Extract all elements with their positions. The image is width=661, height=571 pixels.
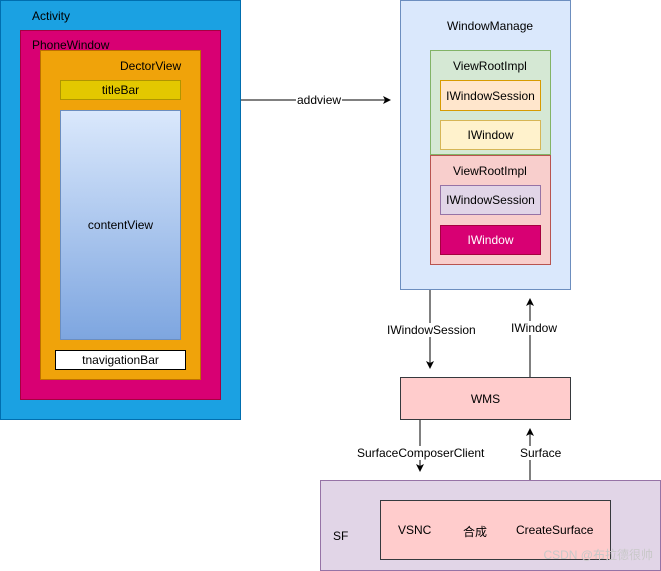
navigation-bar-label: tnavigationBar [82, 353, 159, 367]
title-bar: titleBar [60, 80, 181, 100]
sf-item-vsnc: VSNC [398, 523, 432, 537]
iwindowsession-2: IWindowSession [440, 185, 541, 215]
addview-edge-label: addview [296, 93, 343, 107]
surface-composer-client-edge-label: SurfaceComposerClient [356, 446, 486, 460]
iwindow-2: IWindow [440, 225, 541, 255]
surface-edge-label: Surface [519, 446, 563, 460]
iwindowsession-2-label: IWindowSession [446, 193, 535, 207]
content-view: contentView [60, 110, 181, 340]
viewrootimpl-label-1: ViewRootImpl [453, 59, 527, 73]
navigation-bar: tnavigationBar [55, 350, 186, 370]
iwindow-2-label: IWindow [467, 233, 514, 247]
viewrootimpl-label-2: ViewRootImpl [453, 164, 527, 178]
iwindow-1-label: IWindow [467, 128, 514, 142]
sf-item-compose: 合成 [463, 525, 488, 539]
sf-item-createsurface: CreateSurface [516, 523, 594, 537]
iwindowsession-edge-label: IWindowSession [386, 323, 477, 337]
phone-window-label: PhoneWindow [32, 38, 110, 52]
sf-inner-box: VSNC 合成 CreateSurface [380, 500, 611, 560]
wms-box: WMS [400, 377, 571, 420]
dector-view-label: DectorView [120, 59, 182, 73]
title-bar-label: titleBar [101, 83, 140, 97]
wms-label: WMS [470, 391, 501, 406]
sf-label: SF [333, 529, 349, 543]
activity-label: Activity [32, 9, 71, 23]
iwindow-1: IWindow [440, 120, 541, 150]
watermark: CSDN @布拉德很帅 [543, 548, 653, 562]
content-view-label: contentView [87, 218, 154, 232]
window-manage-label: WindowManage [447, 19, 534, 33]
iwindow-edge-label: IWindow [510, 321, 559, 335]
iwindowsession-1-label: IWindowSession [446, 88, 535, 103]
iwindowsession-1: IWindowSession [440, 80, 541, 111]
